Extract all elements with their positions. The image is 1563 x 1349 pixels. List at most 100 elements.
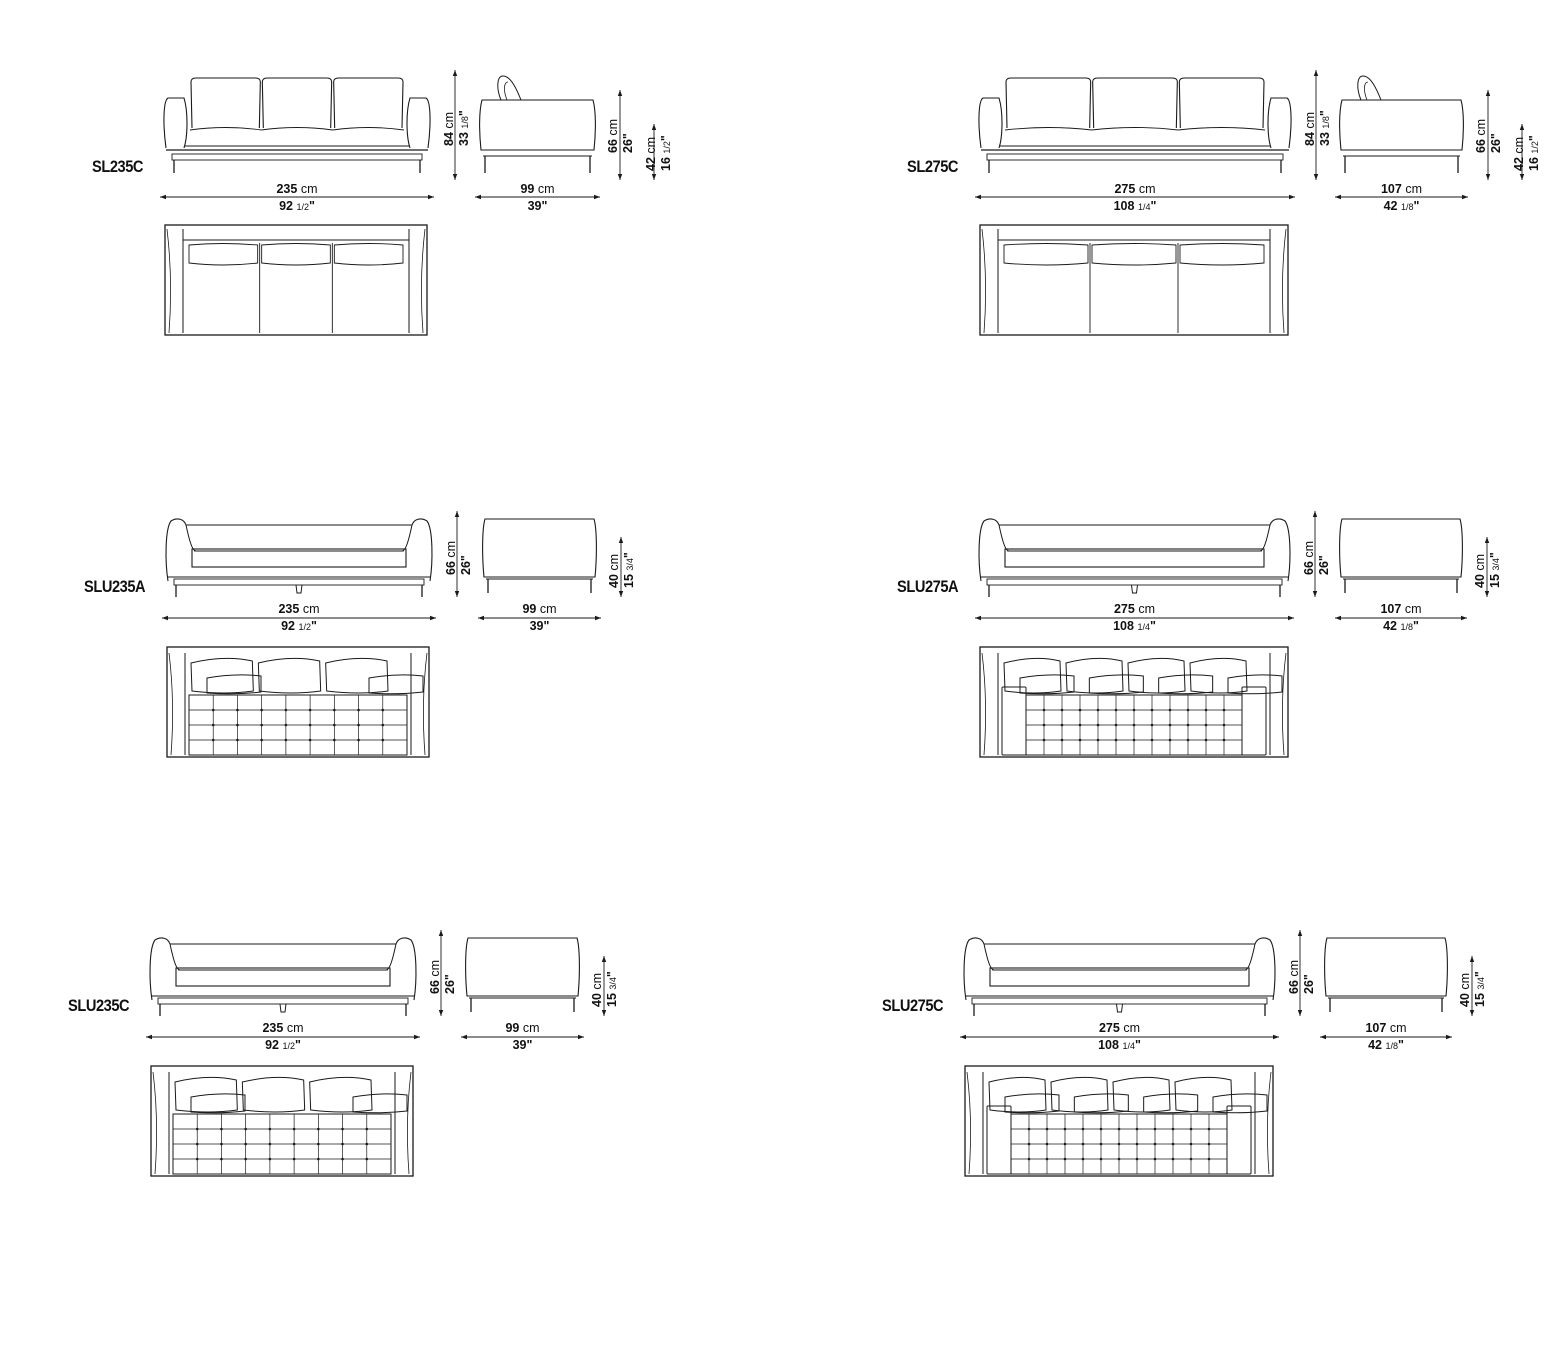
dimension-arrow-end [1461,615,1467,621]
dimension-arrow-start [1335,194,1341,200]
model-code: SLU275A [897,577,959,597]
depth-dimension-imperial-mark: " [1413,199,1420,213]
height-dimension-metric-value: 84 [1303,132,1317,146]
arm-height-dimension-imperial: 26" [621,133,635,153]
tuft-button [1078,723,1082,727]
tuft-button [1060,738,1064,742]
tuft-button [1135,1127,1139,1131]
depth-dimension-metric: 107 cm [1321,602,1481,616]
tuft-button [1132,723,1136,727]
tuft-button [1186,723,1190,727]
tuft-button [1045,1127,1049,1131]
throw-pillow [190,1093,246,1114]
tuft-button [1189,1157,1193,1161]
back-pillow [1189,657,1248,694]
back-pillow [257,657,322,694]
width-dimension-imperial-fraction: 1/2 [298,622,311,632]
width-dimension-metric: 235 cm [217,182,377,196]
arm-height-dimension-imperial-mark: " [443,974,457,981]
throw-pillow [1088,674,1144,695]
right-arm [1269,518,1291,582]
dimension-arrow-bottom [1485,174,1491,180]
tuft-button [1132,738,1136,742]
tuft-button [1150,738,1154,742]
seat-height-dimension-metric-unit: cm [1512,136,1526,154]
tuft-button [1207,1127,1211,1131]
dimension-arrow-top [1485,90,1491,96]
tuft-button [1114,708,1118,712]
tuft-button [220,1157,223,1161]
dimension-arrow-end [1289,194,1295,200]
back-cushion [1092,77,1178,129]
dimension-arrow-start [160,194,166,200]
depth-dimension-imperial-mark: " [1412,619,1419,633]
model-code: SL275C [907,157,958,177]
arm-height-dimension-imperial-value: 26 [1317,561,1331,575]
tuft-button [357,738,360,742]
plan-arm-curve [407,1071,412,1175]
seat [1004,548,1265,568]
width-dimension-imperial: 92 1/2" [203,1038,363,1053]
plan-arm-block [1241,686,1267,756]
back-pillow [309,1076,373,1113]
tuft-button [284,738,288,742]
seat-height-dimension-metric-value: 40 [1473,574,1487,588]
dimension-arrow-top [454,511,460,517]
tuft-button [244,1157,247,1161]
tuft-button [268,1127,272,1131]
arm-height-dimension-metric-value: 66 [1474,139,1488,153]
backrest [983,943,1256,971]
dimension-arrow-end [1273,1034,1279,1040]
width-dimension-imperial: 92 1/2" [219,619,379,634]
tuft-button [292,1157,296,1161]
width-dimension-metric: 235 cm [203,1021,363,1035]
seat-height-dimension-imperial-value: 16 [659,157,673,171]
model-code-text: SL235C [92,157,144,176]
tuft-button [1045,1157,1049,1161]
width-dimension-imperial-mark: " [1150,199,1157,213]
arm-height-dimension-metric: 66 cm [1474,119,1488,153]
model-code: SLU275C [882,996,944,1016]
dimension-arrow-top [617,90,623,96]
dimension-arrow-end [1446,1034,1452,1040]
tuft-button [1114,738,1118,742]
tuft-button [1117,1127,1121,1131]
arm-height-dimension-imperial-value: 26 [1302,980,1316,994]
back-cushion-profile [1357,75,1382,101]
depth-dimension-metric-unit: cm [1389,1021,1407,1035]
dimension-arrow-top [1312,511,1318,517]
tuft-button [1150,723,1154,727]
depth-dimension-metric-value: 99 [505,1021,520,1035]
right-arm [406,97,431,149]
width-dimension-metric-value: 275 [1114,182,1136,196]
tuft-button [1027,1157,1031,1161]
tuft-button [308,738,312,742]
depth-dimension-imperial-mark: " [526,1038,533,1052]
width-dimension-imperial-mark: " [308,199,315,213]
dimension-arrow-start [162,615,168,621]
width-dimension-imperial-mark: " [1149,619,1156,633]
arm-height-dimension-metric: 66 cm [1287,960,1301,994]
width-dimension-imperial: 108 1/4" [1055,199,1215,214]
tuft-button [220,1127,223,1131]
model-sl275c [975,70,1525,336]
width-dimension-metric: 275 cm [1055,182,1215,196]
seat-height-dimension-metric-unit: cm [590,972,604,990]
arm-height-dimension-imperial-mark: " [621,133,635,140]
seat-height-dimension-imperial-fraction: 3/4 [625,558,635,571]
right-arm [411,518,433,582]
depth-dimension-imperial-mark: " [541,199,548,213]
width-dimension-imperial-fraction: 1/2 [296,202,309,212]
left-arm [149,937,171,1001]
width-dimension-metric-unit: cm [300,182,318,196]
seat-cushion-line [332,127,405,131]
tuft-button [236,723,239,727]
tuft-button [1027,1142,1031,1146]
tuft-button [260,738,263,742]
plan-outline [979,224,1289,336]
width-dimension-imperial-value: 108 [1098,1038,1119,1052]
width-dimension-imperial: 108 1/4" [1055,619,1215,634]
dimension-arrow-bottom [1484,591,1490,597]
center-leg [1131,584,1138,594]
side-body [465,937,580,997]
